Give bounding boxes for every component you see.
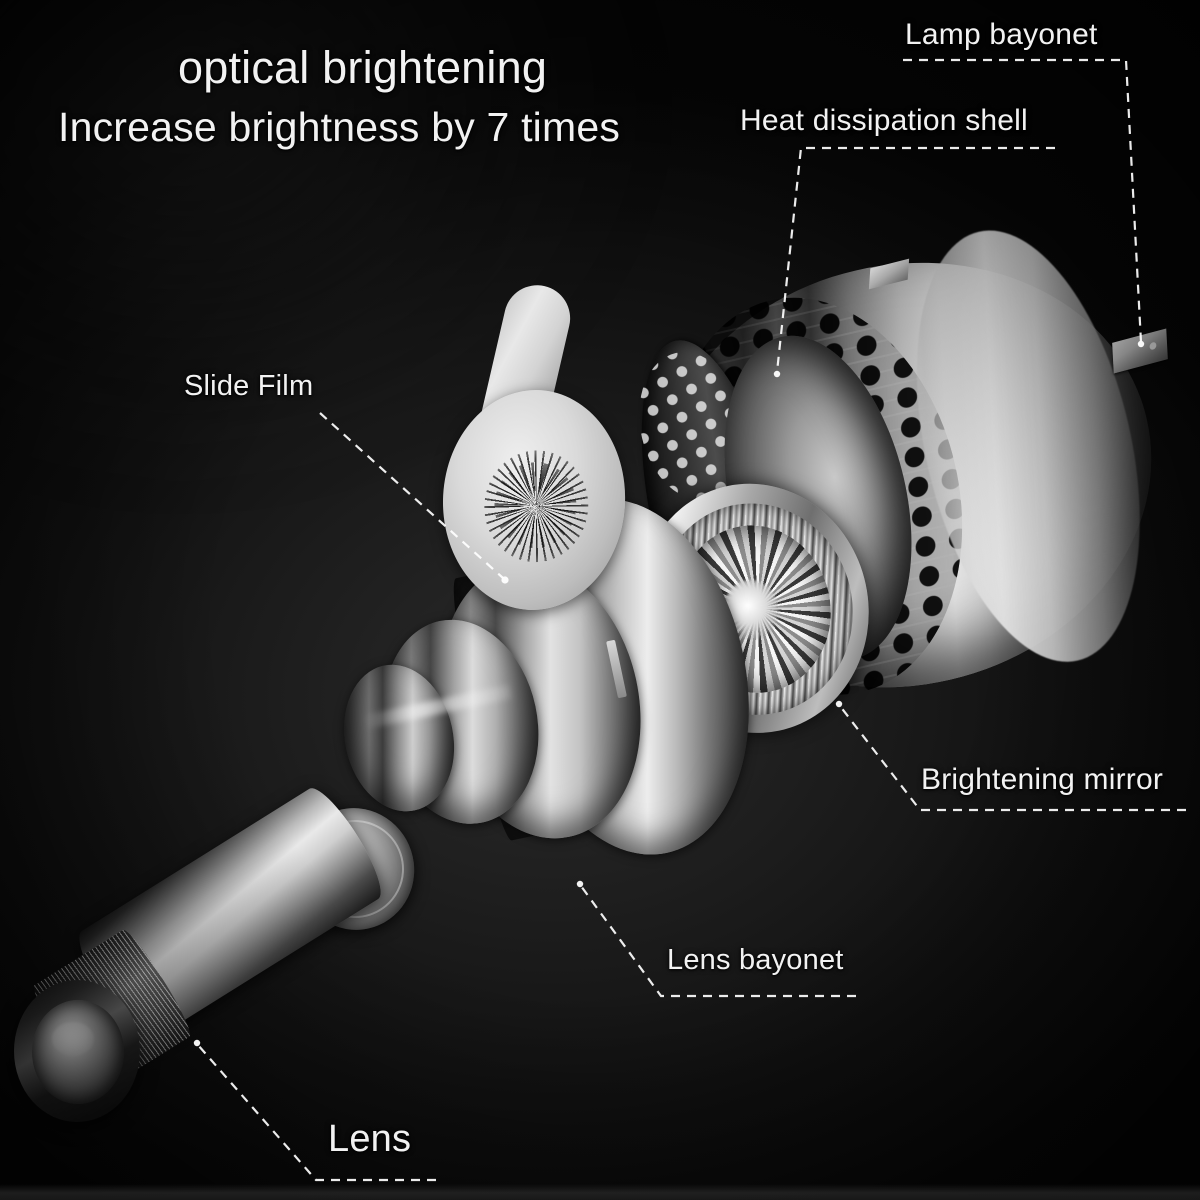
bottom-edge-strip: [0, 1184, 1200, 1200]
callout-label-lamp-bayonet: Lamp bayonet: [905, 18, 1098, 51]
callout-label-slide-film: Slide Film: [184, 370, 314, 402]
headline-line-2: Increase brightness by 7 times: [58, 104, 621, 150]
callout-label-heat-dissipation: Heat dissipation shell: [740, 104, 1028, 137]
callout-label-brightening-mirror: Brightening mirror: [921, 763, 1164, 796]
callout-label-lens-bayonet: Lens bayonet: [667, 944, 844, 976]
headline-line-1: optical brightening: [178, 42, 548, 93]
callout-label-lens: Lens: [328, 1118, 412, 1160]
